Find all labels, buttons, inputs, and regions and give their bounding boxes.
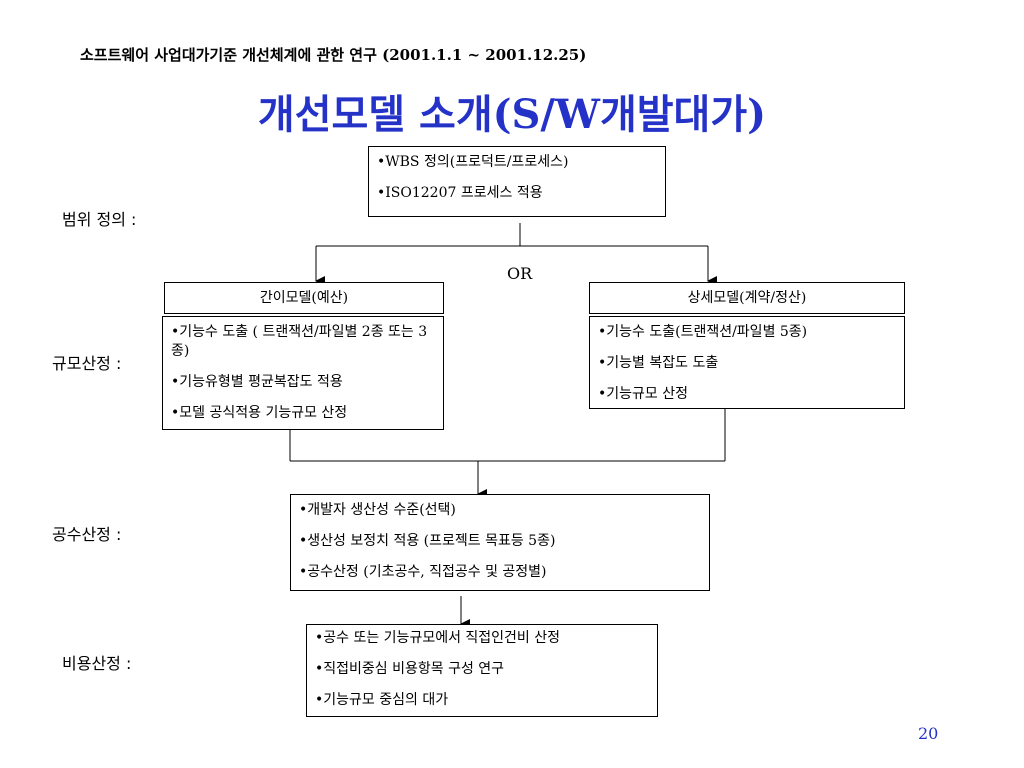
cost-box: •공수 또는 기능규모에서 직접인건비 산정 •직접비중심 비용항목 구성 연구… <box>306 624 658 717</box>
effort-label: 공수산정 : <box>52 525 122 544</box>
simple-model-item: •기능수 도출 ( 트랜잭션/파일별 2종 또는 3종) <box>171 324 428 359</box>
page-title: 개선모델 소개(S/W개발대가) <box>257 91 767 138</box>
scope-item: •WBS 정의(프로덕트/프로세스) <box>377 154 569 170</box>
cost-item: •기능규모 중심의 대가 <box>315 691 449 708</box>
size-label: 규모산정 : <box>52 354 122 373</box>
simple-model-item: •기능유형별 평균복잡도 적용 <box>171 373 343 390</box>
detail-model-item: •기능수 도출(트랜잭션/파일별 5종) <box>598 324 808 340</box>
or-label: OR <box>507 264 533 283</box>
simple-model-box: •기능수 도출 ( 트랜잭션/파일별 2종 또는 3종) •기능유형별 평균복잡… <box>162 316 444 430</box>
page-number: 20 <box>918 724 939 743</box>
effort-item: •공수산정 (기초공수, 직접공수 및 공정별) <box>299 563 547 580</box>
scope-box: •WBS 정의(프로덕트/프로세스) •ISO12207 프로세스 적용 <box>368 146 666 217</box>
header-text: 소프트웨어 사업대가기준 개선체계에 관한 연구 (2001.1.1 ~ 200… <box>80 46 587 64</box>
simple-model-title: 간이모델(예산) <box>164 282 444 314</box>
scope-label: 범위 정의 : <box>62 210 137 229</box>
effort-item: •개발자 생산성 수준(선택) <box>299 502 456 518</box>
effort-box: •개발자 생산성 수준(선택) •생산성 보정치 적용 (프로젝트 목표등 5종… <box>290 494 710 591</box>
detail-model-title: 상세모델(계약/정산) <box>589 282 905 314</box>
cost-item: •공수 또는 기능규모에서 직접인건비 산정 <box>315 630 561 646</box>
scope-item: •ISO12207 프로세스 적용 <box>377 184 543 201</box>
detail-model-item: •기능별 복잡도 도출 <box>598 354 719 371</box>
detail-model-box: •기능수 도출(트랜잭션/파일별 5종) •기능별 복잡도 도출 •기능규모 산… <box>589 316 905 409</box>
cost-label: 비용산정 : <box>62 654 132 673</box>
cost-item: •직접비중심 비용항목 구성 연구 <box>315 660 505 677</box>
detail-model-item: •기능규모 산정 <box>598 385 688 402</box>
simple-model-item: •모델 공식적용 기능규모 산정 <box>171 404 348 421</box>
effort-item: •생산성 보정치 적용 (프로젝트 목표등 5종) <box>299 532 556 549</box>
